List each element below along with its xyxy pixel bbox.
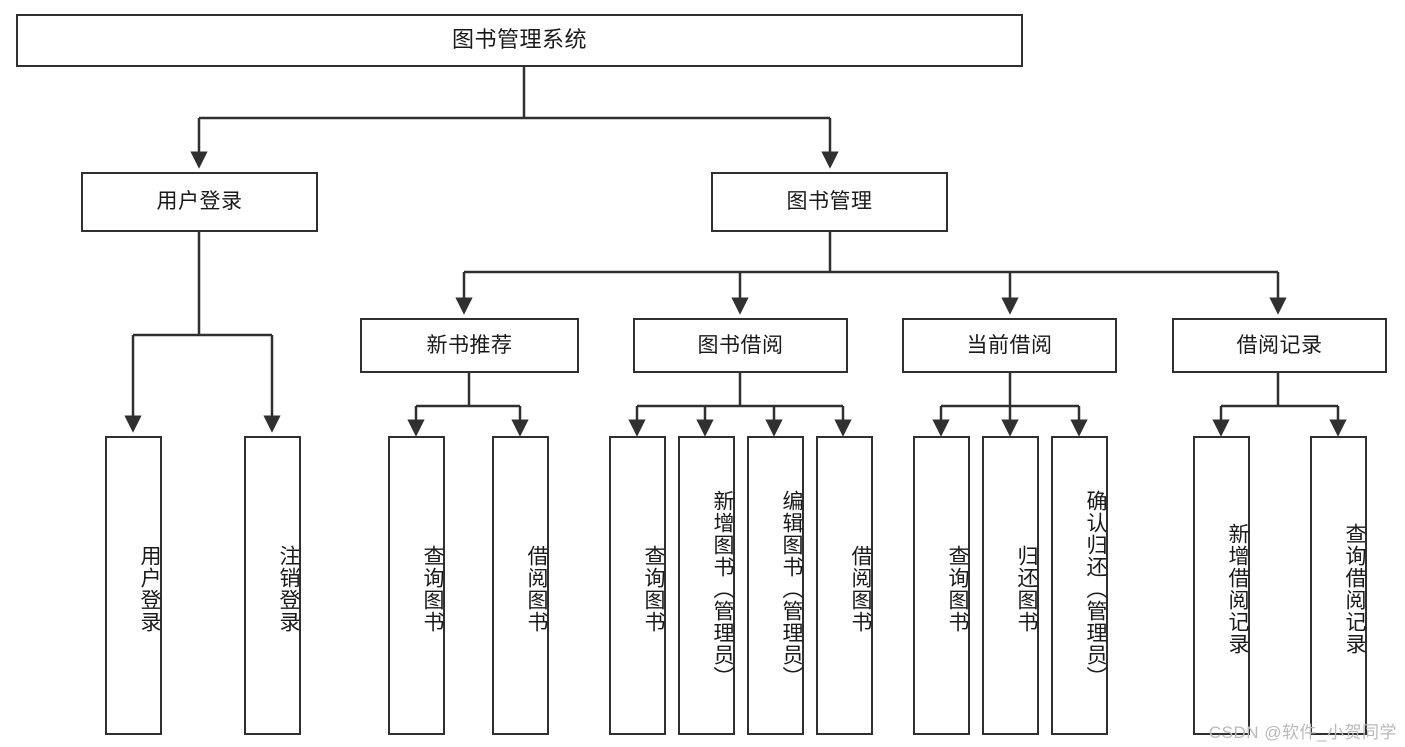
leaf-user-login-login[interactable]: 用户登录 [105, 436, 162, 735]
node-label: 查询图书 [421, 544, 444, 633]
node-label: 新增借阅记录 [1226, 522, 1249, 655]
node-book-borrow[interactable]: 图书借阅 [633, 318, 848, 373]
leaf-current-confirm-return-admin[interactable]: 确认归还（管理员） [1051, 436, 1108, 735]
leaf-borrow-edit-book-admin[interactable]: 编辑图书（管理员） [747, 436, 804, 735]
node-current-borrow[interactable]: 当前借阅 [902, 318, 1117, 373]
node-label: 查询图书 [946, 544, 969, 633]
node-label: 当前借阅 [966, 333, 1053, 357]
leaf-records-add-record[interactable]: 新增借阅记录 [1193, 436, 1250, 735]
node-label: 确认归还（管理员） [1084, 489, 1107, 688]
node-label: 用户登录 [138, 544, 161, 633]
node-label: 查询图书 [642, 544, 665, 633]
node-book-management[interactable]: 图书管理 [711, 172, 948, 232]
leaf-borrow-query-book[interactable]: 查询图书 [609, 436, 666, 735]
node-label: 借阅图书 [849, 544, 872, 633]
node-borrow-records[interactable]: 借阅记录 [1172, 318, 1387, 373]
leaf-records-query-record[interactable]: 查询借阅记录 [1310, 436, 1367, 735]
node-label: 用户登录 [156, 190, 243, 214]
node-label: 注销登录 [277, 544, 300, 633]
node-label: 查询借阅记录 [1343, 522, 1366, 655]
node-label: 归还图书 [1015, 544, 1038, 633]
node-label: 图书借阅 [697, 333, 784, 357]
node-label: 借阅记录 [1236, 333, 1323, 357]
node-label: 新增图书（管理员） [711, 489, 734, 688]
node-new-book-recommend[interactable]: 新书推荐 [360, 318, 579, 373]
leaf-recommend-borrow-book[interactable]: 借阅图书 [492, 436, 549, 735]
node-label: 图书管理 [786, 190, 873, 214]
node-label: 借阅图书 [525, 544, 548, 633]
leaf-user-login-logout[interactable]: 注销登录 [244, 436, 301, 735]
node-label: 新书推荐 [426, 333, 513, 357]
node-label: 编辑图书（管理员） [780, 489, 803, 688]
watermark-text: CSDN @软件_小贺同学 [1208, 723, 1397, 742]
node-label: 图书管理系统 [451, 27, 587, 53]
leaf-borrow-borrow-book[interactable]: 借阅图书 [816, 436, 873, 735]
leaf-current-query-book[interactable]: 查询图书 [913, 436, 970, 735]
leaf-borrow-add-book-admin[interactable]: 新增图书（管理员） [678, 436, 735, 735]
node-root-system[interactable]: 图书管理系统 [16, 14, 1023, 67]
leaf-current-return-book[interactable]: 归还图书 [982, 436, 1039, 735]
leaf-recommend-query-book[interactable]: 查询图书 [388, 436, 445, 735]
node-user-login[interactable]: 用户登录 [81, 172, 318, 232]
